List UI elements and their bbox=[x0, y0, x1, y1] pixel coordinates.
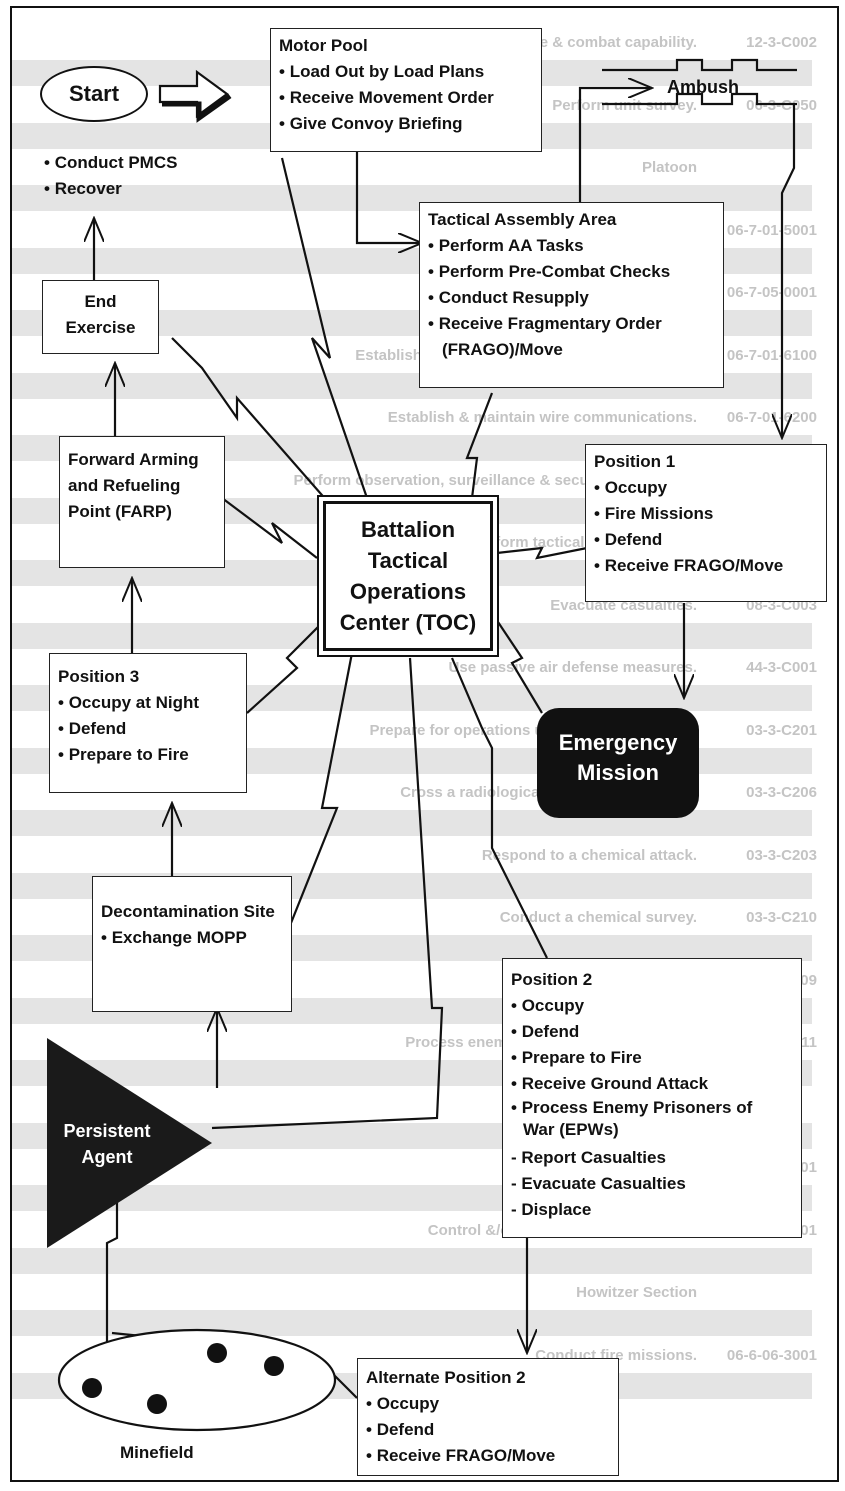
end-exercise-label: End Exercise bbox=[65, 292, 136, 337]
motor-pool-box: Motor Pool Load Out by Load Plans Receiv… bbox=[270, 28, 542, 152]
toc-label: Battalion Tactical Operations Center (TO… bbox=[339, 517, 477, 635]
position-2-title: Position 2 bbox=[511, 970, 593, 989]
bolt-toc-motorpool bbox=[280, 157, 369, 499]
bolt-toc-persistent bbox=[211, 657, 444, 1130]
alt-position-2-item: Defend bbox=[366, 1417, 610, 1443]
emergency-mission-shape bbox=[537, 708, 699, 818]
background-task-code: 03-3-C201 bbox=[746, 721, 817, 739]
minefield-label: Minefield bbox=[120, 1443, 194, 1462]
alternate-position-2-box: Alternate Position 2 Occupy Defend Recei… bbox=[357, 1358, 619, 1476]
background-row-shade bbox=[12, 1247, 812, 1274]
mine-4 bbox=[264, 1356, 284, 1376]
background-task-code: 06-7-05-0001 bbox=[726, 284, 817, 301]
background-task-text: Use passive air defense measures. bbox=[448, 659, 697, 676]
alt-position-2-item: Occupy bbox=[366, 1391, 610, 1417]
diagram-frame: Maintain troop morale & combat capabilit… bbox=[10, 6, 839, 1482]
position-2-item: Prepare to Fire bbox=[511, 1045, 793, 1071]
position-1-title: Position 1 bbox=[594, 452, 676, 471]
start-task-item: Conduct PMCS bbox=[44, 150, 178, 176]
alt-position-2-item: Receive FRAGO/Move bbox=[366, 1443, 610, 1469]
ambush-top-line bbox=[602, 58, 797, 72]
background-task-code: 03-3-C203 bbox=[746, 846, 817, 864]
arrow-ambush-pos1 bbox=[782, 103, 796, 438]
position-2-item: Occupy bbox=[511, 993, 793, 1019]
position-3-title: Position 3 bbox=[58, 667, 140, 686]
taa-item: Conduct Resupply bbox=[428, 285, 715, 311]
position-3-item: Defend bbox=[58, 716, 238, 742]
farp-box: Forward Arming and Refueling Point (FARP… bbox=[59, 436, 225, 568]
mine-2 bbox=[147, 1394, 167, 1414]
position-3-box: Position 3 Occupy at Night Defend Prepar… bbox=[49, 653, 247, 793]
end-exercise-box: End Exercise bbox=[42, 280, 159, 354]
position-1-item: Receive FRAGO/Move bbox=[594, 553, 818, 579]
position-2-item: Receive Ground Attack bbox=[511, 1071, 793, 1097]
start-label: Start bbox=[68, 81, 120, 106]
position-1-item: Fire Missions bbox=[594, 501, 818, 527]
position-1-box: Position 1 Occupy Fire Missions Defend R… bbox=[585, 444, 827, 602]
taa-title: Tactical Assembly Area bbox=[428, 210, 617, 229]
alt-position-2-title: Alternate Position 2 bbox=[366, 1368, 526, 1387]
background-task-code: 03-3-C210 bbox=[746, 909, 817, 926]
background-task-code: 06-7-01-6100 bbox=[726, 346, 817, 364]
background-row-shade bbox=[12, 1310, 812, 1336]
bolt-toc-taa bbox=[465, 392, 494, 499]
motor-pool-item: Give Convoy Briefing bbox=[279, 111, 533, 137]
taa-item: Perform Pre-Combat Checks bbox=[428, 259, 715, 285]
background-task-text: Platoon bbox=[642, 159, 697, 176]
position-3-item: Prepare to Fire bbox=[58, 742, 238, 768]
farp-label: Forward Arming and Refueling Point (FARP… bbox=[68, 450, 199, 521]
start-tasks: Conduct PMCS Recover bbox=[44, 150, 178, 202]
background-task-text: Howitzer Section bbox=[576, 1284, 697, 1301]
ambush-label: Ambush bbox=[667, 77, 739, 97]
position-2-box: Position 2 Occupy Defend Prepare to Fire… bbox=[502, 958, 802, 1238]
position-3-item: Occupy at Night bbox=[58, 690, 238, 716]
start-task-item: Recover bbox=[44, 176, 177, 202]
start-oval: Start bbox=[40, 66, 148, 122]
background-task-code: 03-3-C206 bbox=[746, 784, 817, 801]
decon-item: Exchange MOPP bbox=[101, 925, 283, 951]
mine-1 bbox=[82, 1378, 102, 1398]
mine-3 bbox=[207, 1343, 227, 1363]
tactical-assembly-area-box: Tactical Assembly Area Perform AA Tasks … bbox=[419, 202, 724, 388]
bolt-toc-farp bbox=[221, 497, 318, 559]
emergency-mission-label: Emergency Mission bbox=[558, 730, 678, 785]
decon-title: Decontamination Site bbox=[101, 902, 275, 921]
position-2-item: Defend bbox=[511, 1019, 793, 1045]
arrow-motorpool-taa bbox=[355, 148, 422, 243]
background-task-text: Conduct a chemical survey. bbox=[499, 909, 697, 926]
bolt-toc-decon bbox=[285, 652, 354, 934]
bolt-toc-pos3 bbox=[246, 622, 323, 714]
minefield-ellipse bbox=[57, 1328, 337, 1432]
position-1-item: Occupy bbox=[594, 475, 818, 501]
position-2-subitem: Evacuate Casualties bbox=[511, 1171, 793, 1197]
background-task-code: 06-7-01-5001 bbox=[726, 221, 817, 239]
taa-item: Receive Fragmentary Order bbox=[428, 311, 715, 337]
taa-item: Perform AA Tasks bbox=[428, 233, 715, 259]
ambush-bottom-line bbox=[602, 92, 797, 106]
start-block-arrow bbox=[158, 69, 229, 119]
motor-pool-item: Load Out by Load Plans bbox=[279, 59, 533, 85]
background-task-text: Establish & maintain wire communications… bbox=[387, 409, 697, 426]
position-1-item: Defend bbox=[594, 527, 818, 553]
toc-box: Battalion Tactical Operations Center (TO… bbox=[317, 495, 499, 657]
background-task-code: 12-3-C002 bbox=[746, 34, 817, 51]
motor-pool-title: Motor Pool bbox=[279, 36, 368, 55]
background-task-code: 06-7-01-6200 bbox=[726, 409, 817, 426]
position-2-item: Process Enemy Prisoners of War (EPWs) bbox=[511, 1097, 773, 1141]
background-task-code: 44-3-C001 bbox=[746, 659, 817, 676]
persistent-agent-triangle bbox=[47, 1038, 212, 1248]
bolt-toc-pos2 bbox=[450, 657, 548, 959]
background-task-code: 06-6-06-3001 bbox=[726, 1346, 817, 1364]
decontamination-site-box: Decontamination Site Exchange MOPP bbox=[92, 876, 292, 1012]
bolt-toc-pos1 bbox=[496, 546, 588, 560]
background-task-text: Respond to a chemical attack. bbox=[481, 846, 697, 864]
position-2-subitem: Displace bbox=[511, 1197, 793, 1223]
arrow-taa-ambush bbox=[578, 88, 652, 203]
position-2-subitem: Report Casualties bbox=[511, 1145, 793, 1171]
motor-pool-item: Receive Movement Order bbox=[279, 85, 533, 111]
bolt-toc-emergency bbox=[491, 612, 543, 714]
taa-item: (FRAGO)/Move bbox=[442, 340, 563, 359]
persistent-agent-label: Persistent Agent bbox=[63, 1121, 151, 1167]
bolt-toc-end bbox=[171, 337, 343, 519]
